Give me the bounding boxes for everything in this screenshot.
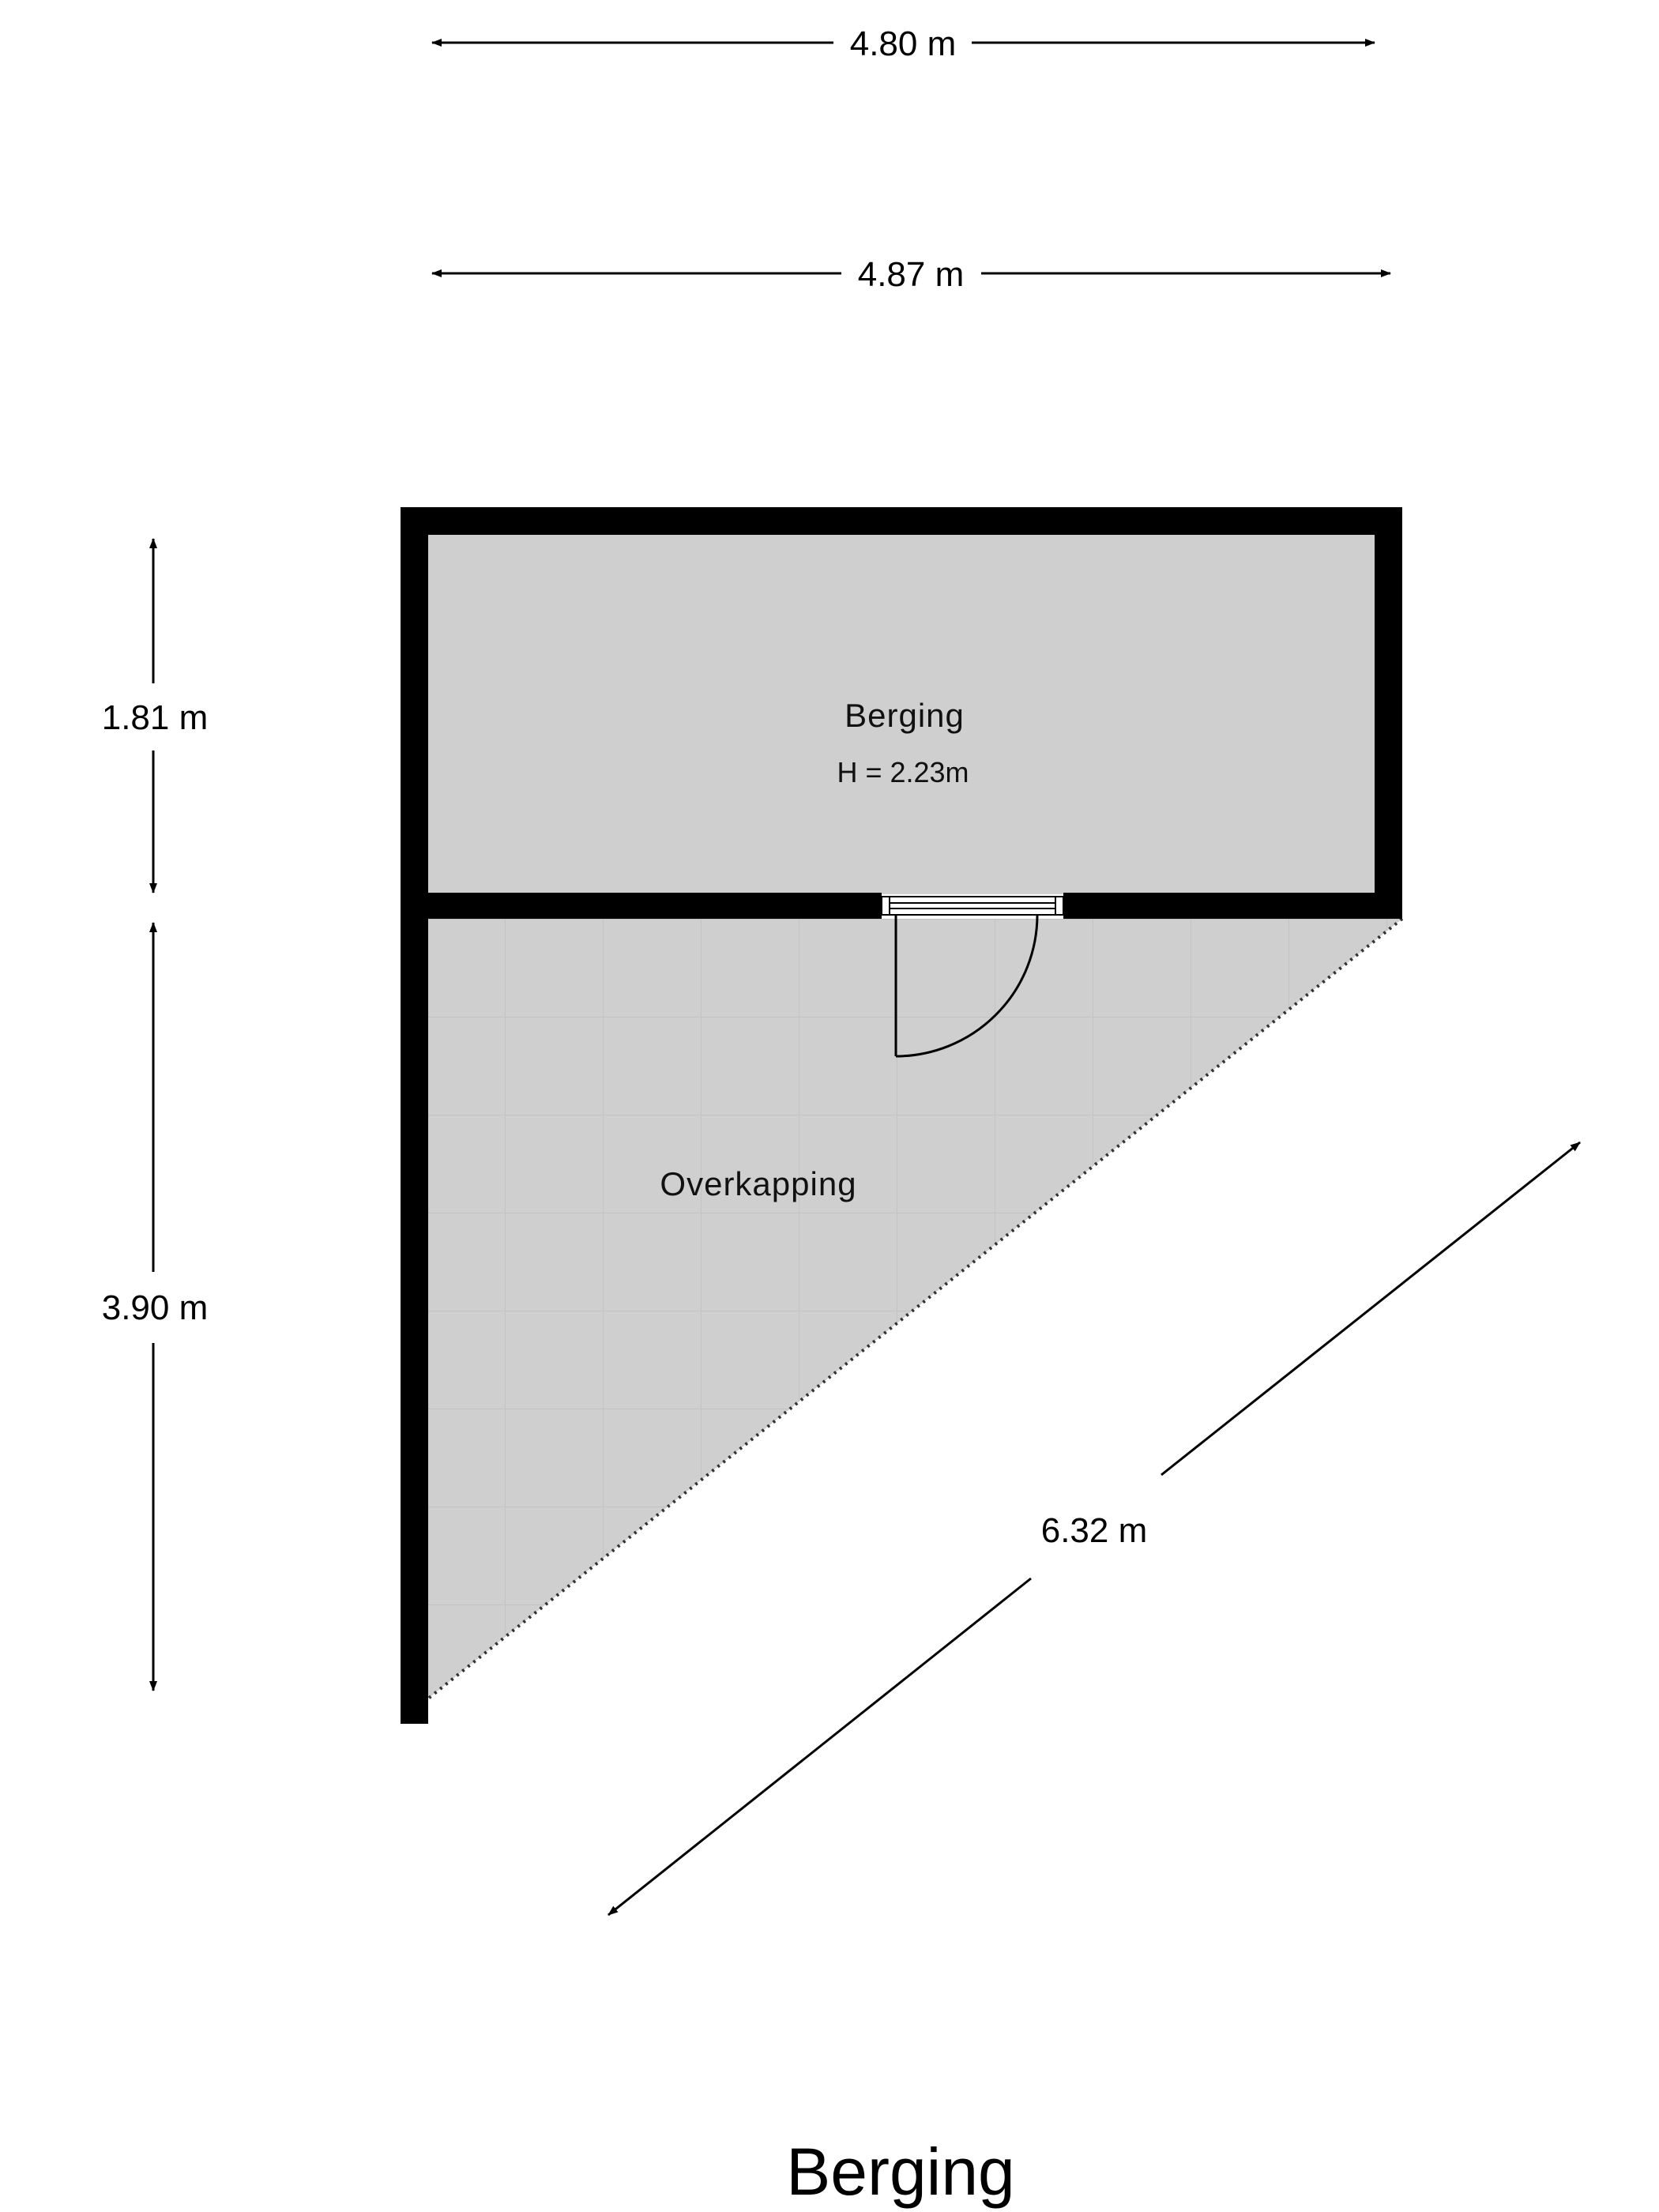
dimension-left-lower: 3.90 m: [102, 922, 209, 1691]
wall-right: [1375, 507, 1402, 919]
berging-room-fill: [428, 535, 1375, 894]
wall-middle-right: [1063, 893, 1375, 919]
overkapping-open-edge: [427, 917, 1404, 1700]
wall-top: [401, 507, 1402, 535]
dimension-top-outer: 4.87 m: [431, 255, 1391, 294]
dimension-left-lower-label: 3.90 m: [102, 1288, 209, 1327]
dimension-top-outer-label: 4.87 m: [858, 255, 965, 294]
room-label-berging: Berging: [845, 697, 965, 734]
door: [881, 896, 1064, 1058]
dimension-diagonal: 6.32 m: [608, 1141, 1581, 1917]
overkapping-room-fill: [428, 919, 1402, 1698]
room-height-berging: H = 2.23m: [837, 756, 969, 788]
wall-left: [401, 507, 428, 1724]
floor-title: Berging: [786, 2135, 1015, 2209]
room-label-overkapping: Overkapping: [660, 1165, 856, 1202]
dimension-left-upper: 1.81 m: [102, 538, 209, 893]
dimension-diagonal-label: 6.32 m: [1041, 1511, 1148, 1550]
dimension-top-inner-label: 4.80 m: [850, 24, 957, 63]
wall-middle-left: [428, 893, 882, 919]
dimension-left-upper-label: 1.81 m: [102, 698, 209, 737]
dimension-top-inner: 4.80 m: [431, 24, 1375, 63]
